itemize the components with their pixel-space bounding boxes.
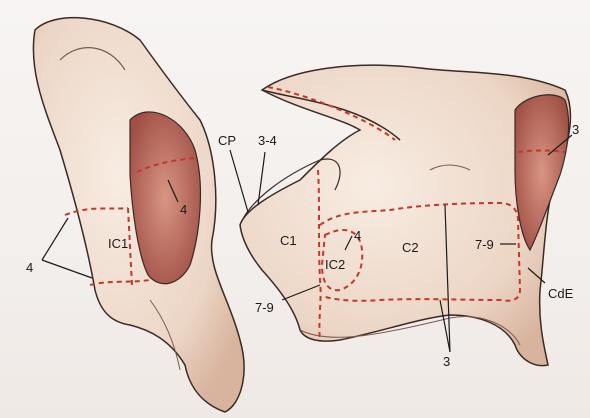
label-ic2: IC2 <box>325 257 345 272</box>
label-ic1: IC1 <box>108 236 128 251</box>
label-c2: C2 <box>402 240 419 255</box>
left-bone <box>33 18 244 412</box>
label-4-center: 4 <box>354 228 361 243</box>
label-3-4: 3-4 <box>258 133 277 148</box>
label-3-right: 3 <box>572 122 579 137</box>
right-bone <box>240 65 570 365</box>
label-cde: CdE <box>548 286 574 301</box>
label-4-left: 4 <box>26 260 33 275</box>
label-cp: CP <box>218 133 236 148</box>
label-7-9-right: 7-9 <box>475 237 494 252</box>
label-7-9-left: 7-9 <box>255 300 274 315</box>
label-4-left-upper: 4 <box>180 202 187 217</box>
label-c1: C1 <box>280 233 297 248</box>
label-3-bottom: 3 <box>443 354 450 369</box>
